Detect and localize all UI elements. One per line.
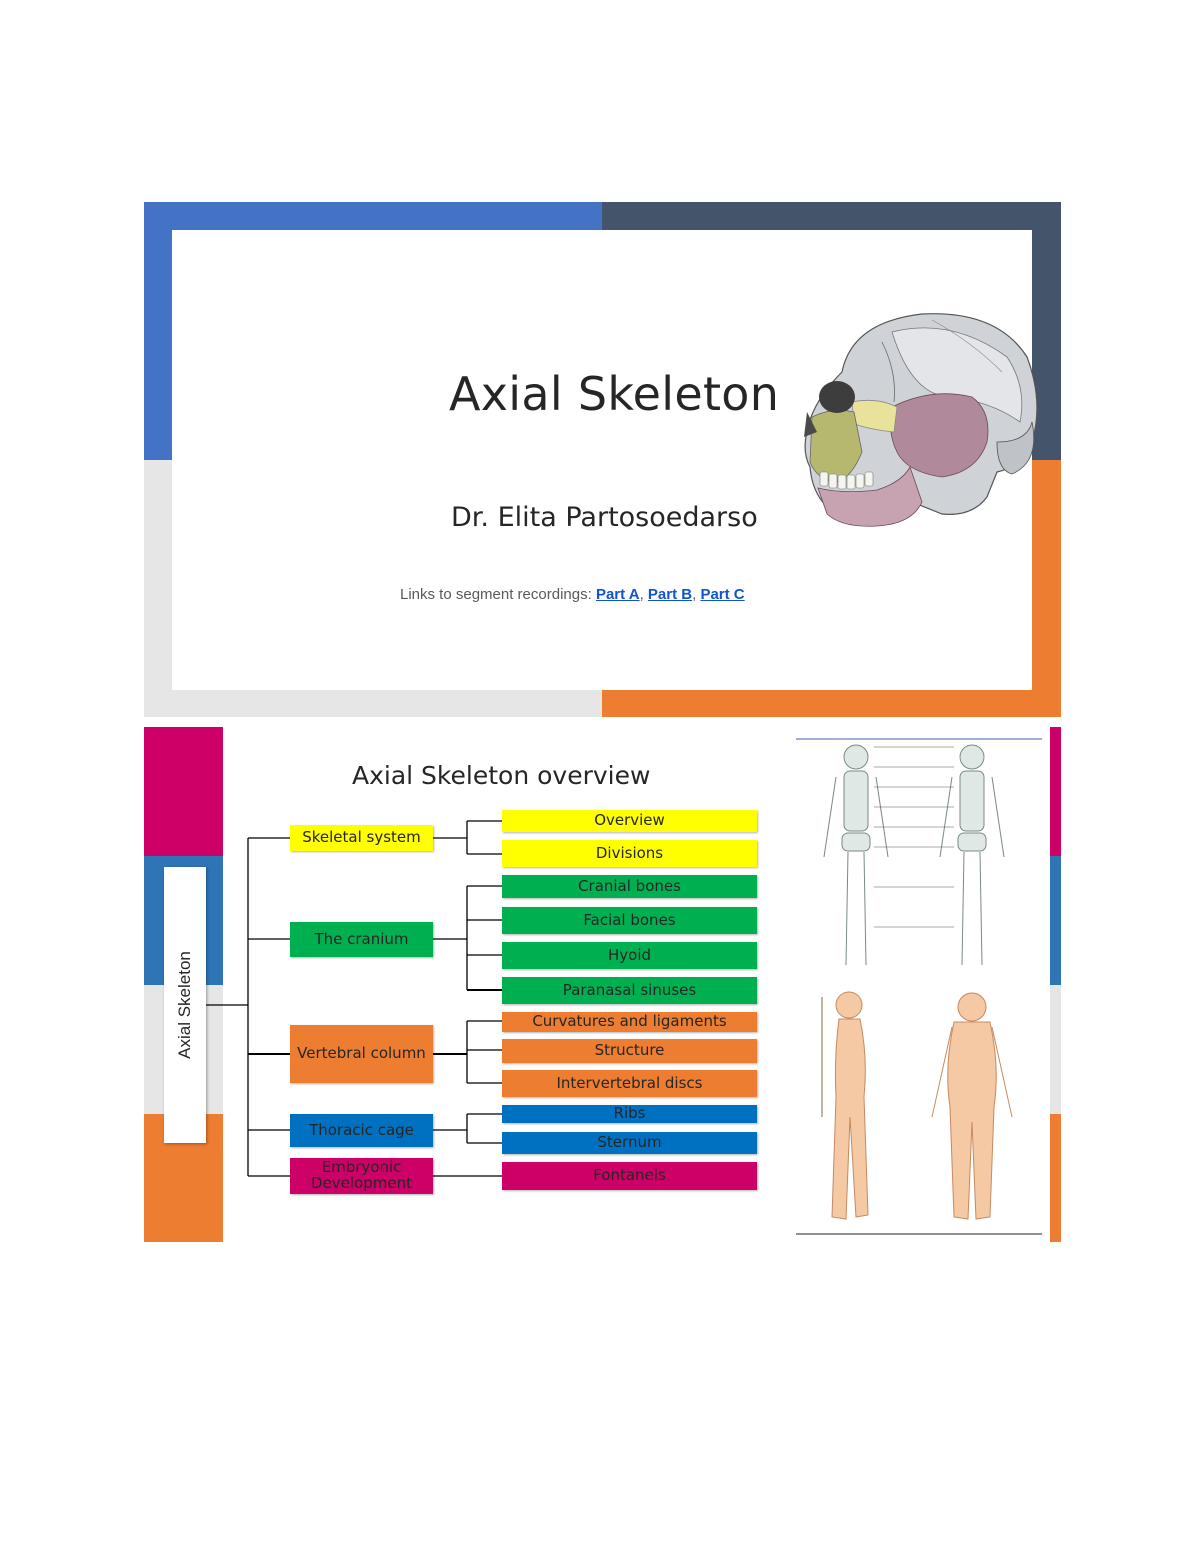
- slide-title: Axial Skeleton: [449, 367, 780, 421]
- overview-slide: Axial Skeleton overview Axial Skeleton: [144, 727, 1061, 1242]
- title-slide: Axial Skeleton Dr. Elita Partosoedarso L…: [144, 202, 1061, 717]
- node-ribs: Ribs: [502, 1105, 757, 1123]
- node-fontanels: Fontanels: [502, 1162, 757, 1190]
- node-embryonic-development: Embryonic Development: [290, 1158, 433, 1194]
- link-part-c[interactable]: Part C: [700, 586, 745, 603]
- right-orange-bar: [1050, 1114, 1061, 1242]
- node-skeletal-system: Skeletal system: [290, 825, 433, 851]
- links-prefix: Links to segment recordings:: [400, 586, 596, 603]
- author-name: Dr. Elita Partosoedarso: [451, 502, 758, 533]
- node-vertebral-column: Vertebral column: [290, 1025, 433, 1083]
- node-paranasal-sinuses: Paranasal sinuses: [502, 977, 757, 1004]
- node-divisions: Divisions: [502, 840, 757, 867]
- slide-title: Axial Skeleton overview: [352, 761, 651, 790]
- link-part-a[interactable]: Part A: [595, 586, 640, 603]
- node-thoracic-cage: Thoracic cage: [290, 1114, 433, 1147]
- node-structure: Structure: [502, 1039, 757, 1063]
- tree-connectors: [206, 820, 502, 1177]
- right-blue-bar: [1050, 856, 1061, 985]
- node-sternum: Sternum: [502, 1132, 757, 1154]
- link-part-b[interactable]: Part B: [647, 586, 693, 603]
- node-cranial-bones: Cranial bones: [502, 875, 757, 898]
- right-magenta-bar: [1050, 727, 1061, 856]
- recording-links: Links to segment recordings: Part A, Par…: [400, 586, 745, 603]
- side-label-box: [164, 867, 206, 1143]
- node-hyoid: Hyoid: [502, 942, 757, 969]
- anatomy-figure: [796, 738, 1042, 1235]
- node-curvatures-ligaments: Curvatures and ligaments: [502, 1012, 757, 1032]
- skull-illustration: [804, 313, 1038, 527]
- left-magenta-bar: [144, 727, 223, 856]
- node-facial-bones: Facial bones: [502, 907, 757, 934]
- right-gray-bar: [1050, 985, 1061, 1114]
- node-the-cranium: The cranium: [290, 922, 433, 957]
- node-intervertebral-discs: Intervertebral discs: [502, 1070, 757, 1097]
- node-overview: Overview: [502, 810, 757, 832]
